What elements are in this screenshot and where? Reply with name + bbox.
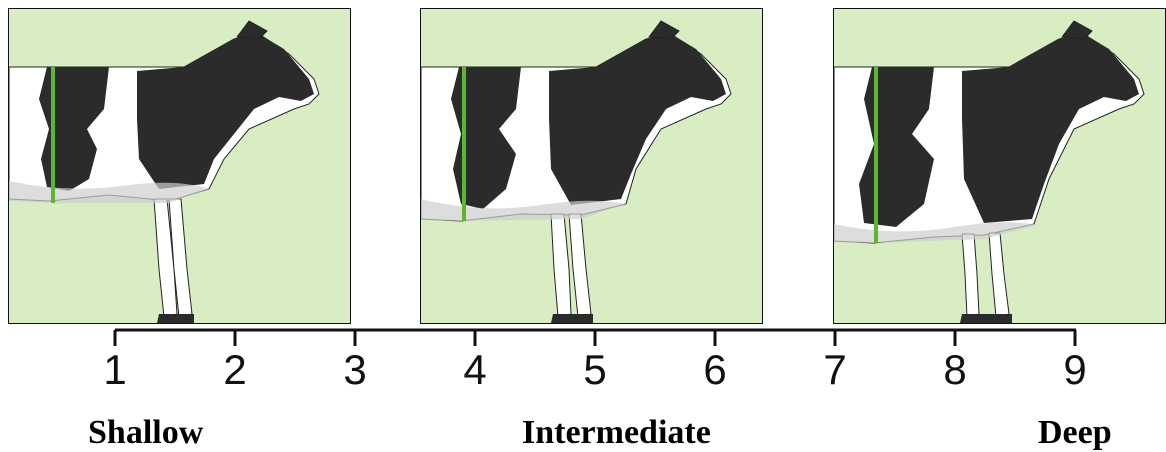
belly-shade (421, 199, 626, 221)
scale-tick-label: 2 (223, 346, 247, 393)
cow-hoof (551, 314, 593, 323)
scale-tick-label: 5 (583, 346, 607, 393)
black-patch-rear (451, 67, 521, 209)
cow-hoof (960, 314, 1012, 323)
belly-shade (9, 181, 209, 203)
cow-ear (648, 20, 680, 40)
scale-tick-marks (113, 330, 1077, 346)
label-deep: Deep (1038, 414, 1112, 451)
scale-tick-label: 3 (343, 346, 367, 393)
label-shallow: Shallow (88, 414, 204, 451)
belly-shade (834, 222, 1039, 243)
scale-tick-label: 8 (943, 346, 967, 393)
cow-illustration-deep (834, 20, 1145, 323)
label-intermediate: Intermediate (522, 414, 711, 451)
scale-tick-label: 1 (103, 346, 127, 393)
cow-panel-intermediate (420, 8, 763, 324)
scale-tick-label: 9 (1063, 346, 1087, 393)
scale-tick-label: 7 (823, 346, 847, 393)
cow-illustration-intermediate (421, 20, 732, 323)
black-patch-front (962, 34, 1139, 223)
cow-panel-deep (833, 8, 1166, 324)
cow-ear (236, 20, 268, 40)
black-patch-front (137, 34, 314, 189)
scale-tick-label: 6 (703, 346, 727, 393)
scale-tick-label: 4 (463, 346, 487, 393)
cow-illustration-shallow (9, 20, 320, 323)
black-patch-rear (39, 67, 109, 191)
black-patch-front (549, 34, 726, 205)
cow-hoof (157, 314, 194, 323)
cow-panel-shallow (8, 8, 351, 324)
cow-ear (1061, 20, 1093, 40)
